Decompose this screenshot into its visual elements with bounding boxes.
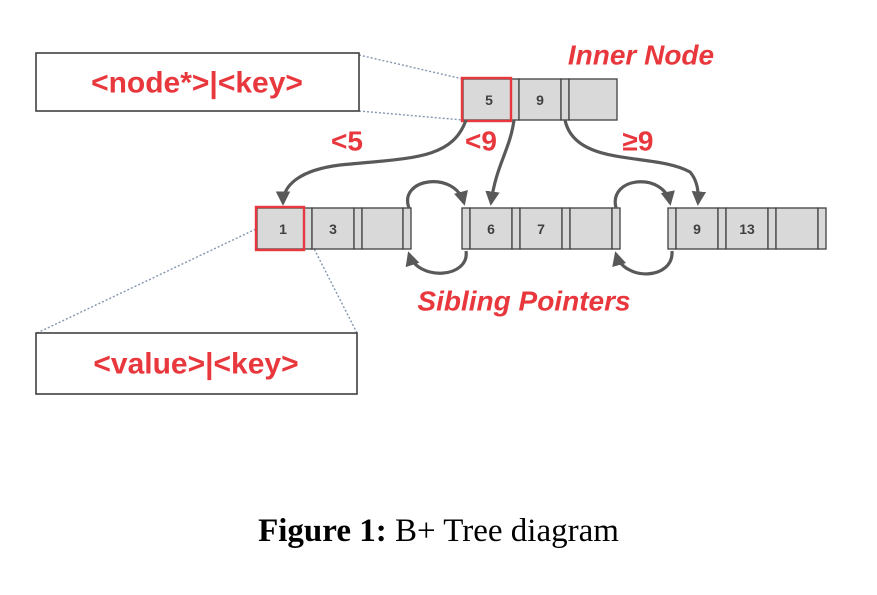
caption-prefix: Figure 1: — [258, 513, 387, 549]
leaf-key: 1 — [279, 221, 287, 237]
key-cell — [519, 207, 563, 250]
leaf-key: 13 — [739, 221, 755, 237]
leaf-key: 9 — [693, 221, 701, 237]
pointer-cell — [717, 207, 727, 250]
connector-line — [358, 54, 464, 80]
caption-text: B+ Tree diagram — [394, 513, 619, 549]
sibling-pointers-label: Sibling Pointers — [417, 286, 630, 317]
inner-node: 5 9 — [460, 76, 618, 123]
connector-line — [358, 110, 464, 121]
inner-key: 9 — [536, 92, 544, 108]
pointer-cell — [303, 207, 313, 250]
sibling-arrow — [613, 180, 675, 209]
sibling-arrow — [405, 250, 468, 275]
leaf-node: 1 3 — [254, 205, 412, 252]
inner-key: 5 — [485, 92, 493, 108]
key-cell — [518, 78, 562, 121]
pointer-cell — [511, 207, 521, 250]
pointer-cell — [611, 207, 621, 250]
node-pointer-key-box: <node*>|<key> — [35, 52, 360, 112]
pointer-cell — [561, 207, 571, 250]
child-arrow-ge9 — [563, 119, 707, 206]
pointer-cell — [667, 207, 677, 250]
figure-caption: Figure 1: B+ Tree diagram — [0, 513, 877, 550]
sibling-arrow — [406, 180, 468, 209]
pointer-cell — [461, 207, 471, 250]
key-cell — [361, 207, 404, 250]
sibling-arrow — [612, 250, 674, 276]
pointer-cell — [817, 207, 827, 250]
leaf-key: 7 — [537, 221, 545, 237]
pointer-cell — [767, 207, 777, 250]
highlight-box — [460, 76, 513, 123]
key-cell — [568, 78, 618, 121]
connector-line — [36, 228, 257, 334]
child-arrow-lt9 — [485, 119, 516, 206]
inner-node-label: Inner Node — [568, 40, 714, 71]
pointer-cell — [510, 78, 520, 121]
leaf-key: 3 — [329, 221, 337, 237]
less-than-5-label: <5 — [331, 126, 363, 157]
key-cell — [675, 207, 719, 250]
leaf-key: 6 — [487, 221, 495, 237]
pointer-cell — [353, 207, 363, 250]
greater-equal-9-label: ≥9 — [623, 126, 654, 157]
leaf-node: 9 13 — [667, 207, 827, 250]
key-cell — [311, 207, 355, 250]
less-than-9-label: <9 — [465, 126, 497, 157]
node-pointer-key-label: <node*>|<key> — [91, 67, 303, 100]
key-cell — [775, 207, 819, 250]
child-arrow-lt5 — [275, 119, 468, 206]
key-cell — [569, 207, 613, 250]
key-cell — [725, 207, 769, 250]
value-key-label: <value>|<key> — [93, 348, 298, 381]
leaf-node: 6 7 — [461, 207, 621, 250]
highlight-box — [254, 205, 306, 252]
pointer-cell — [402, 207, 412, 250]
pointer-cell — [560, 78, 570, 121]
value-key-box: <value>|<key> — [35, 332, 358, 395]
